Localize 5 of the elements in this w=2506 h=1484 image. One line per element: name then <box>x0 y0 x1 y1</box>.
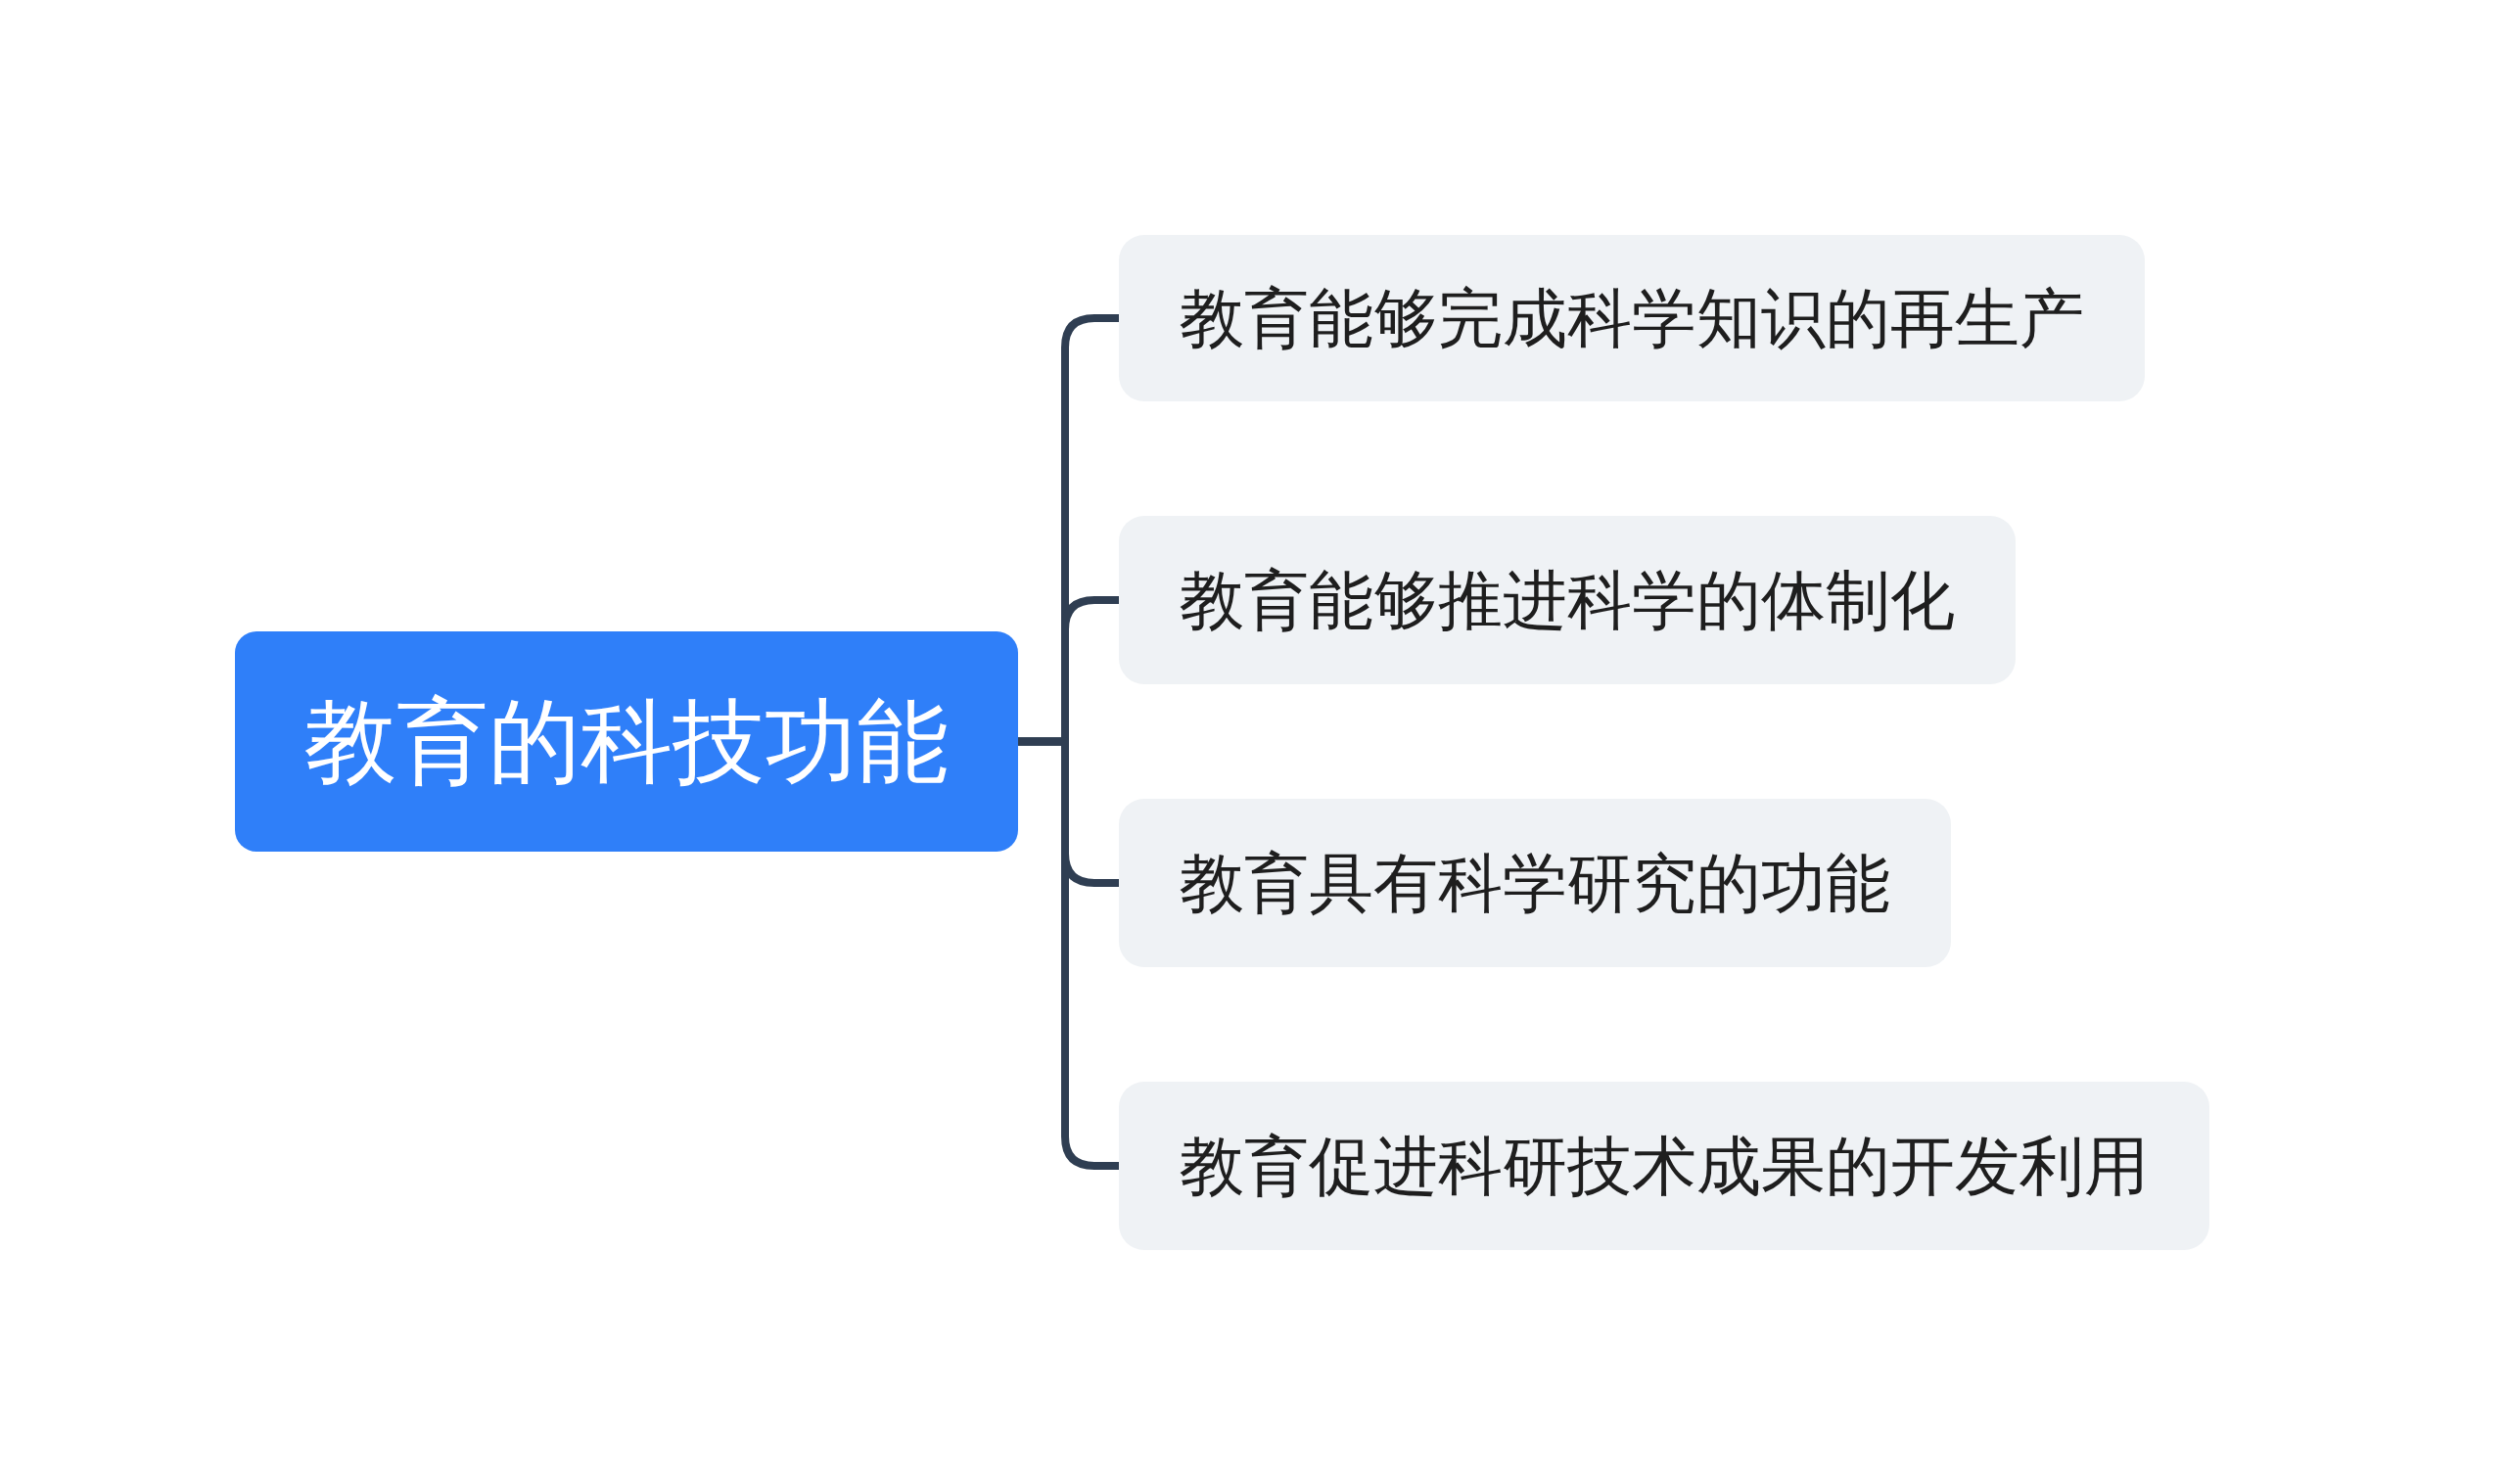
subtopic-box: 教育具有科学研究的功能 <box>1119 799 1951 967</box>
subtopic-box: 教育能够完成科学知识的再生产 <box>1119 235 2145 401</box>
root-topic-box: 教育的科技功能 <box>235 631 1018 852</box>
subtopic-box: 教育能够推进科学的体制化 <box>1119 516 2016 684</box>
subtopic-box: 教育促进科研技术成果的开发利用 <box>1119 1082 2209 1250</box>
